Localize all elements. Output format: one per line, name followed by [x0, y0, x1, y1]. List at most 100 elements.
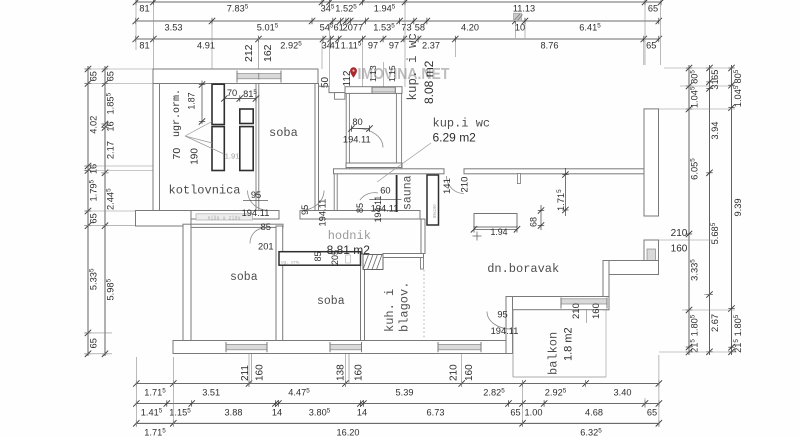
svg-text:215: 215	[690, 339, 700, 353]
svg-text:1.945: 1.945	[374, 4, 396, 14]
svg-text:3.53: 3.53	[165, 23, 183, 33]
svg-text:14: 14	[272, 408, 282, 418]
svg-text:89x190: 89x190	[432, 204, 437, 218]
svg-text:6.29 m2: 6.29 m2	[433, 131, 477, 145]
svg-text:210: 210	[448, 364, 459, 381]
svg-text:IMOVINA.NET: IMOVINA.NET	[358, 66, 450, 83]
svg-text:97: 97	[368, 41, 378, 51]
svg-text:65: 65	[647, 408, 657, 418]
svg-text:3.88: 3.88	[225, 408, 243, 418]
svg-text:70: 70	[171, 148, 183, 160]
svg-text:61: 61	[333, 23, 343, 33]
svg-text:balkon: balkon	[547, 332, 561, 375]
svg-text:1.8 m2: 1.8 m2	[563, 327, 575, 361]
svg-text:1.115: 1.115	[341, 41, 362, 51]
svg-text:211: 211	[240, 365, 251, 381]
svg-text:5.335: 5.335	[89, 268, 99, 290]
svg-text:1.525: 1.525	[335, 4, 357, 14]
svg-text:1.715: 1.715	[144, 388, 166, 398]
svg-text:65: 65	[89, 338, 99, 348]
svg-text:3.51: 3.51	[202, 388, 220, 398]
svg-text:194.11: 194.11	[343, 135, 371, 145]
svg-text:1.94: 1.94	[490, 227, 507, 237]
svg-text:4.91: 4.91	[197, 41, 215, 51]
svg-text:85: 85	[261, 222, 271, 232]
svg-text:soba: soba	[317, 295, 345, 308]
svg-text:194.11: 194.11	[371, 204, 399, 214]
svg-text:210: 210	[460, 177, 471, 193]
svg-text:kotlovnica: kotlovnica	[169, 184, 241, 198]
svg-text:65: 65	[710, 70, 720, 80]
svg-text:11.13: 11.13	[513, 4, 535, 14]
svg-text:194.11: 194.11	[318, 199, 328, 227]
svg-text:97: 97	[389, 41, 399, 51]
svg-text:9.39: 9.39	[733, 198, 743, 216]
svg-text:160: 160	[671, 244, 688, 255]
svg-text:81: 81	[139, 41, 149, 51]
svg-text:8.81 m2: 8.81 m2	[327, 243, 371, 257]
svg-text:65: 65	[510, 408, 520, 418]
svg-text:6.055: 6.055	[690, 158, 700, 180]
svg-text:5.39: 5.39	[396, 388, 414, 398]
svg-text:soba: soba	[269, 126, 298, 140]
svg-text:7.835: 7.835	[227, 4, 249, 14]
svg-text:160: 160	[255, 364, 266, 381]
svg-text:1.87: 1.87	[187, 92, 197, 109]
svg-text:210: 210	[671, 228, 688, 239]
svg-text:10: 10	[515, 23, 525, 33]
svg-text:65: 65	[89, 71, 99, 81]
svg-text:1.795: 1.795	[89, 179, 99, 201]
svg-text:hodnik: hodnik	[328, 229, 371, 243]
svg-text:65: 65	[646, 41, 656, 51]
svg-text:8.08 m2: 8.08 m2	[422, 60, 436, 104]
svg-text:160: 160	[354, 364, 365, 381]
svg-text:31: 31	[710, 79, 720, 89]
svg-text:blagov.: blagov.	[398, 282, 412, 332]
svg-text:141: 141	[442, 178, 453, 194]
svg-text:1.415: 1.415	[141, 408, 163, 418]
svg-text:kup. i wc: kup. i wc	[406, 33, 420, 101]
svg-text:dn.boravak: dn.boravak	[487, 262, 559, 276]
svg-text:4.475: 4.475	[288, 388, 310, 398]
svg-text:1.805: 1.805	[690, 314, 700, 336]
svg-text:2.925: 2.925	[545, 388, 567, 398]
svg-text:85: 85	[313, 251, 323, 261]
svg-text:1.715: 1.715	[144, 427, 166, 436]
svg-text:6.415: 6.415	[579, 23, 601, 33]
svg-text:70: 70	[227, 88, 237, 98]
svg-text:65: 65	[648, 4, 658, 14]
svg-text:210: 210	[571, 303, 582, 319]
svg-text:190: 190	[190, 148, 201, 165]
svg-text:212: 212	[243, 44, 255, 62]
svg-text:3.94: 3.94	[710, 122, 720, 140]
svg-text:805: 805	[690, 70, 700, 84]
svg-text:215: 215	[733, 339, 743, 353]
svg-text:138: 138	[336, 364, 347, 381]
svg-text:68: 68	[529, 217, 539, 227]
svg-text:95: 95	[251, 190, 261, 200]
svg-text:85: 85	[355, 203, 365, 213]
svg-text:4.02: 4.02	[89, 116, 99, 134]
svg-text:41: 41	[330, 41, 340, 51]
svg-text:5.985: 5.985	[106, 278, 116, 300]
svg-text:201: 201	[258, 242, 274, 252]
svg-text:2.445: 2.445	[106, 188, 116, 210]
svg-text:ug. orm.: ug. orm.	[281, 261, 301, 265]
svg-text:95: 95	[300, 205, 310, 215]
svg-text:2.825: 2.825	[483, 388, 505, 398]
svg-text:kuh. i: kuh. i	[383, 289, 397, 332]
svg-text:545: 545	[320, 23, 334, 33]
svg-text:60: 60	[380, 186, 390, 196]
svg-text:1.855: 1.855	[106, 92, 116, 114]
svg-text:1.045: 1.045	[690, 86, 700, 108]
svg-text:3.805: 3.805	[309, 408, 331, 418]
svg-text:6.325: 6.325	[580, 427, 602, 436]
svg-text:5.685: 5.685	[710, 222, 720, 244]
svg-text:65: 65	[89, 213, 99, 223]
svg-text:soba: soba	[230, 271, 258, 284]
svg-text:kup.i wc: kup.i wc	[433, 117, 491, 131]
svg-text:160: 160	[464, 364, 475, 381]
svg-text:2.67: 2.67	[710, 314, 720, 332]
svg-text:194.11: 194.11	[242, 208, 270, 218]
svg-text:1.91: 1.91	[225, 152, 240, 161]
